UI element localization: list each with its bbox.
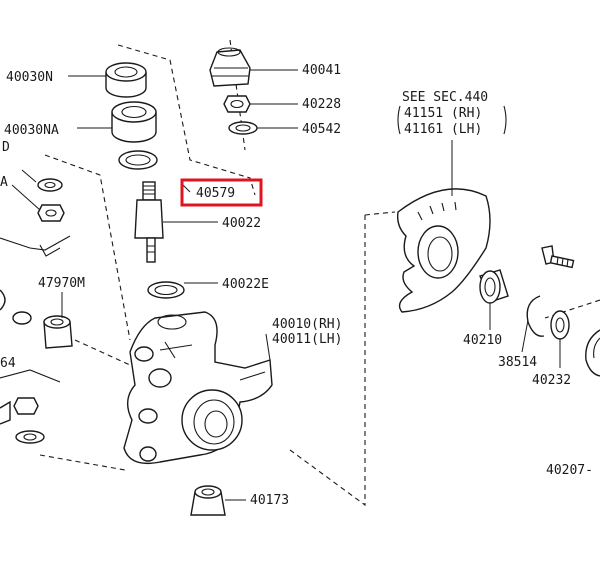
- bracket-right: [503, 105, 507, 135]
- left-edge-parts: [0, 178, 71, 444]
- label-edge-d: D: [2, 140, 10, 155]
- label-40010: 40010(RH): [272, 317, 342, 332]
- hub-bolt[interactable]: [541, 245, 575, 269]
- label-38514: 38514: [498, 355, 537, 370]
- label-41161: 41161 (LH): [404, 122, 482, 137]
- label-edge-a: A: [0, 175, 8, 190]
- dashed-guide-mid: [74, 339, 131, 366]
- seal-ring-40579[interactable]: [118, 150, 158, 170]
- washer-40022e[interactable]: [147, 281, 185, 299]
- bearing-40030na[interactable]: [111, 101, 157, 143]
- label-40041: 40041: [302, 63, 341, 78]
- label-40030na: 40030NA: [4, 123, 59, 138]
- label-40022e: 40022E: [222, 277, 269, 292]
- label-40173: 40173: [250, 493, 289, 508]
- bracket-left: [397, 105, 401, 135]
- label-40022: 40022: [222, 216, 261, 231]
- label-40210: 40210: [463, 333, 502, 348]
- dashed-guide-hub: [364, 211, 396, 216]
- bearing-40030n[interactable]: [105, 62, 147, 98]
- dust-shield[interactable]: [396, 188, 491, 313]
- bushing-40173[interactable]: [190, 485, 226, 516]
- label-40228: 40228: [302, 97, 341, 112]
- label-40232: 40232: [532, 373, 571, 388]
- seal-40232[interactable]: [550, 310, 570, 340]
- hub-fragment: [585, 329, 600, 377]
- label-edge-64: 64: [0, 356, 16, 371]
- label-40030n: 40030N: [6, 70, 53, 85]
- steering-knuckle[interactable]: [123, 311, 273, 465]
- dashed-guide-right: [289, 215, 366, 507]
- label-40579: 40579: [196, 186, 235, 201]
- label-see-sec: SEE SEC.440: [402, 90, 488, 105]
- nut-47970m[interactable]: [43, 315, 73, 349]
- label-40011: 40011(LH): [272, 332, 342, 347]
- bearing-40210[interactable]: [479, 269, 509, 304]
- label-40542: 40542: [302, 122, 341, 137]
- label-40207: 40207-: [546, 463, 593, 478]
- boot-40041[interactable]: [209, 47, 251, 87]
- washer-40542[interactable]: [228, 121, 258, 135]
- king-pin-40022[interactable]: [134, 181, 164, 263]
- dashed-guide-left: [44, 154, 131, 341]
- label-47970m: 47970M: [38, 276, 85, 291]
- nut-40228[interactable]: [223, 95, 251, 113]
- highlight-box-40579: [180, 178, 263, 207]
- snap-ring-38514[interactable]: [526, 295, 545, 337]
- dashed-guide-lower: [39, 454, 126, 471]
- dashed-guide-upper: [117, 44, 256, 196]
- label-41151: 41151 (RH): [404, 106, 482, 121]
